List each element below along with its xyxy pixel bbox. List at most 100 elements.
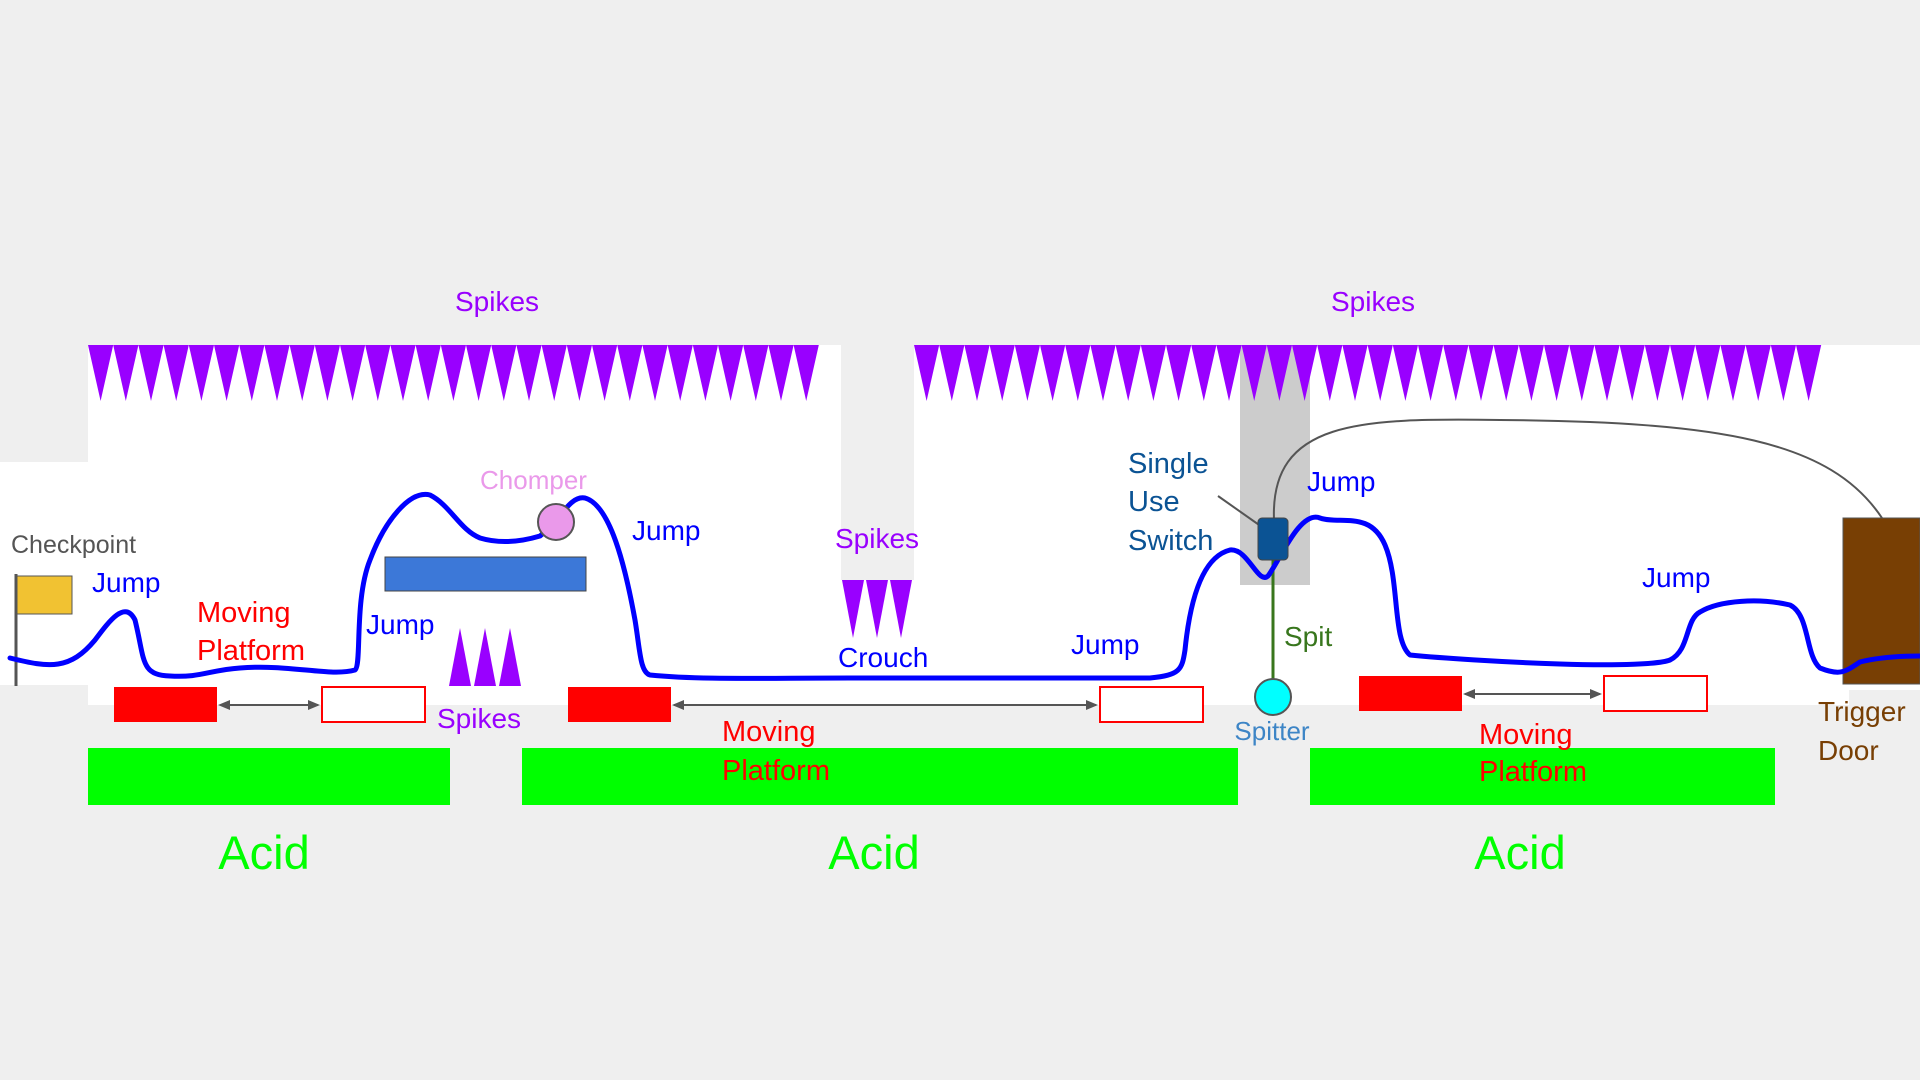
player-path [7, 491, 1920, 681]
floor-spikes [449, 628, 521, 686]
label-spikes-ceiling-left: Spikes [455, 286, 539, 317]
ceiling-spike [1040, 345, 1066, 401]
room-start [0, 462, 90, 685]
hanging-spikes [842, 580, 912, 638]
ceiling-spikes-left [88, 345, 819, 401]
acid-pools [88, 748, 1775, 805]
ceiling-spike [1317, 345, 1343, 401]
label-checkpoint: Checkpoint [11, 531, 136, 559]
ceiling-spike [1544, 345, 1570, 401]
ceiling-spike [1720, 345, 1746, 401]
ceiling-spike [1392, 345, 1418, 401]
label-moving-platform: Moving [722, 716, 816, 748]
floor-spike [474, 628, 496, 686]
label-spikes-hanging: Spikes [835, 523, 919, 554]
floor-spike [449, 628, 471, 686]
label-jump: Jump [92, 567, 160, 598]
ceiling-spike [491, 345, 517, 401]
moving-platforms [114, 675, 1708, 723]
static-platform [384, 556, 587, 592]
ceiling-spike [365, 345, 391, 401]
hanging-spike [890, 580, 912, 638]
arrow-head [1463, 689, 1475, 699]
ceiling-spike [592, 345, 618, 401]
label-chomper: Chomper [480, 465, 587, 495]
circle-enemy-icon [537, 503, 575, 541]
moving-platform-1-start [114, 687, 217, 722]
label-switch: Switch [1128, 525, 1213, 557]
ceiling-spike [541, 345, 567, 401]
ceiling-spike [1090, 345, 1116, 401]
ceiling-spike [466, 345, 492, 401]
label-trigger-door: Door [1818, 735, 1879, 766]
ceiling-spike [289, 345, 315, 401]
label-acid: Acid [1474, 826, 1565, 879]
ceiling-spike [1418, 345, 1444, 401]
ceiling-spike [718, 345, 744, 401]
hanging-spike [842, 580, 864, 638]
ceiling-spike [390, 345, 416, 401]
label-moving-platform: Platform [1479, 756, 1587, 788]
label-moving-platform: Moving [1479, 719, 1573, 751]
ceiling-spike [1594, 345, 1620, 401]
ceiling-spikes-right [914, 345, 1822, 401]
hanging-spike [866, 580, 888, 638]
ceiling-spike [1569, 345, 1595, 401]
ceiling-spike [188, 345, 214, 401]
flag-icon [14, 574, 73, 686]
circle-enemy-icon [1254, 678, 1292, 716]
ceiling-spike [138, 345, 164, 401]
ceiling-spike [989, 345, 1015, 401]
ceiling-spike [340, 345, 366, 401]
arrow-head [1086, 700, 1098, 710]
ceiling-spike [692, 345, 718, 401]
ceiling-spike [1166, 345, 1192, 401]
arrow-head [218, 700, 230, 710]
labels: Spikes Spikes Checkpoint Jump Moving Pla… [11, 286, 1906, 879]
ceiling-spike [1468, 345, 1494, 401]
ceiling-spike [1670, 345, 1696, 401]
ceiling-spike [939, 345, 965, 401]
ceiling-spike [1014, 345, 1040, 401]
ceiling-spike [516, 345, 542, 401]
label-jump: Jump [1071, 629, 1139, 660]
ceiling-spike [1770, 345, 1796, 401]
flag-cloth [16, 575, 73, 615]
label-trigger-door: Trigger [1818, 696, 1906, 727]
label-spit: Spit [1284, 621, 1332, 652]
moving-platform-3-end [1603, 675, 1708, 712]
label-crouch: Crouch [838, 642, 928, 673]
moving-platform-1-end [321, 686, 426, 723]
acid-pool-3 [1310, 748, 1775, 805]
acid-pool-1 [88, 748, 450, 805]
ceiling-spike [1115, 345, 1141, 401]
ceiling-spike [1644, 345, 1670, 401]
ceiling-spike [1796, 345, 1822, 401]
arrow-head [672, 700, 684, 710]
label-moving-platform: Platform [722, 755, 830, 787]
ceiling-spike [1443, 345, 1469, 401]
ceiling-spike [239, 345, 265, 401]
moving-platform-3-start [1359, 676, 1462, 711]
label-jump: Jump [1642, 562, 1710, 593]
ceiling-spike [264, 345, 290, 401]
label-jump: Jump [632, 515, 700, 546]
moving-platform-2-end [1099, 686, 1204, 723]
label-spikes-floor: Spikes [437, 703, 521, 734]
ceiling-spike [1191, 345, 1217, 401]
label-moving-platform: Platform [197, 635, 305, 667]
label-spikes-ceiling-right: Spikes [1331, 286, 1415, 317]
ceiling-spike [1140, 345, 1166, 401]
ceiling-spike [617, 345, 643, 401]
ceiling-spike [113, 345, 139, 401]
ceiling-spike [793, 345, 819, 401]
ceiling-spike [667, 345, 693, 401]
ceiling-spike [1342, 345, 1368, 401]
label-acid: Acid [828, 826, 919, 879]
arrow-head [1590, 689, 1602, 699]
ceiling-spike [642, 345, 668, 401]
ceiling-spike [440, 345, 466, 401]
ceiling-spike [1241, 345, 1267, 401]
label-acid: Acid [218, 826, 309, 879]
